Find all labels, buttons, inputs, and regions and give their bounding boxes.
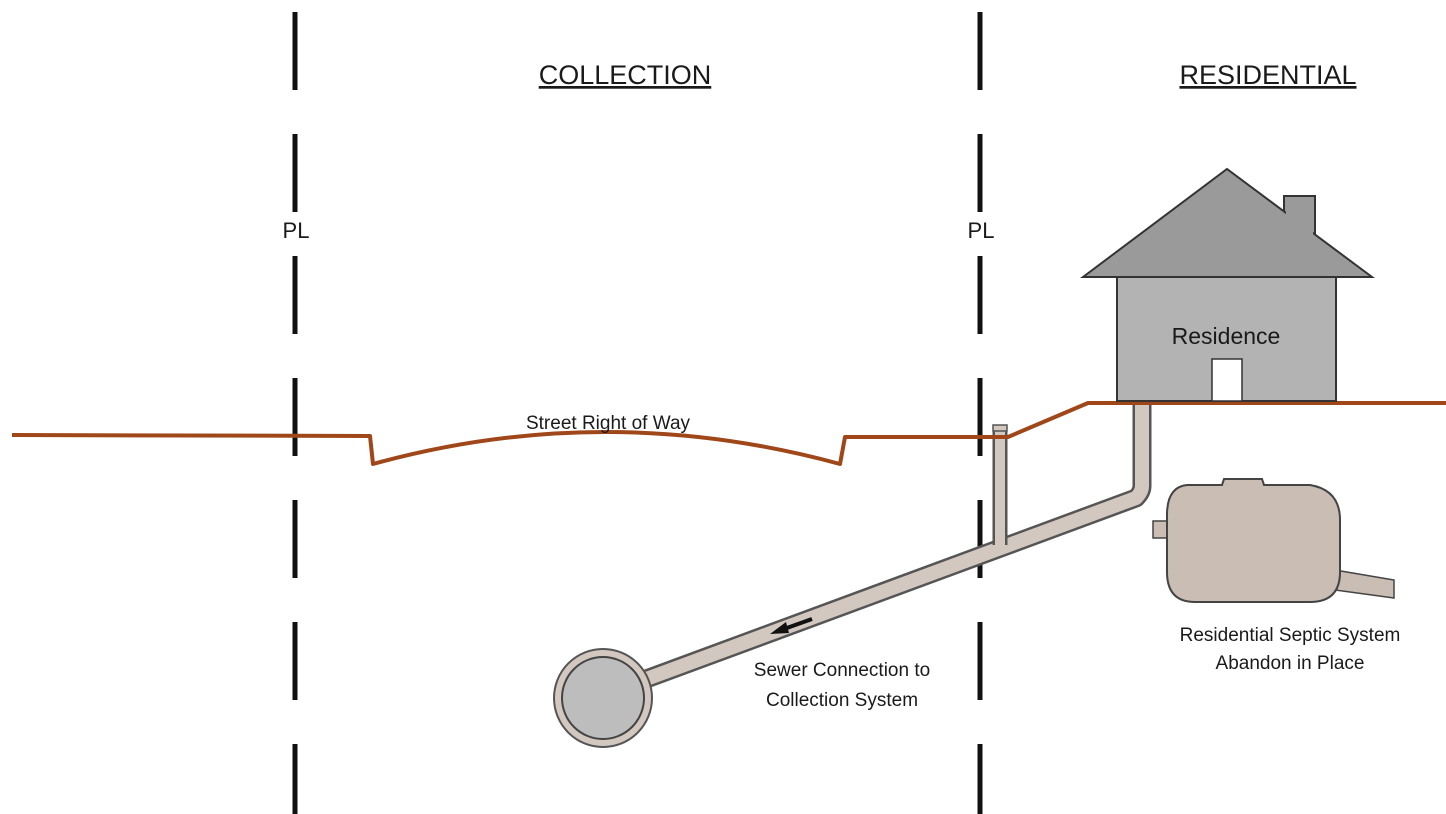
septic-label-line2: Abandon in Place — [1216, 653, 1365, 674]
sewer-connection-label-line2: Collection System — [766, 690, 918, 711]
property-line-label-left: PL — [283, 218, 310, 243]
septic-tank — [1152, 478, 1395, 603]
ground-surface-line — [11, 401, 1446, 466]
door — [1211, 358, 1243, 402]
collection-title: COLLECTION — [539, 60, 712, 90]
sewer-pipe — [599, 400, 1152, 704]
flow-direction-arrow — [770, 617, 813, 634]
residential-title: RESIDENTIAL — [1179, 60, 1356, 90]
residence-label: Residence — [1172, 323, 1281, 349]
street-right-of-way-label: Street Right of Way — [526, 413, 691, 434]
residence-house — [1080, 167, 1376, 402]
sewer-connection-label-line1: Sewer Connection to — [754, 660, 930, 681]
roof — [1080, 167, 1376, 278]
collection-manhole — [553, 648, 653, 748]
septic-label-line1: Residential Septic System — [1180, 625, 1401, 646]
property-line-label-right: PL — [968, 218, 995, 243]
